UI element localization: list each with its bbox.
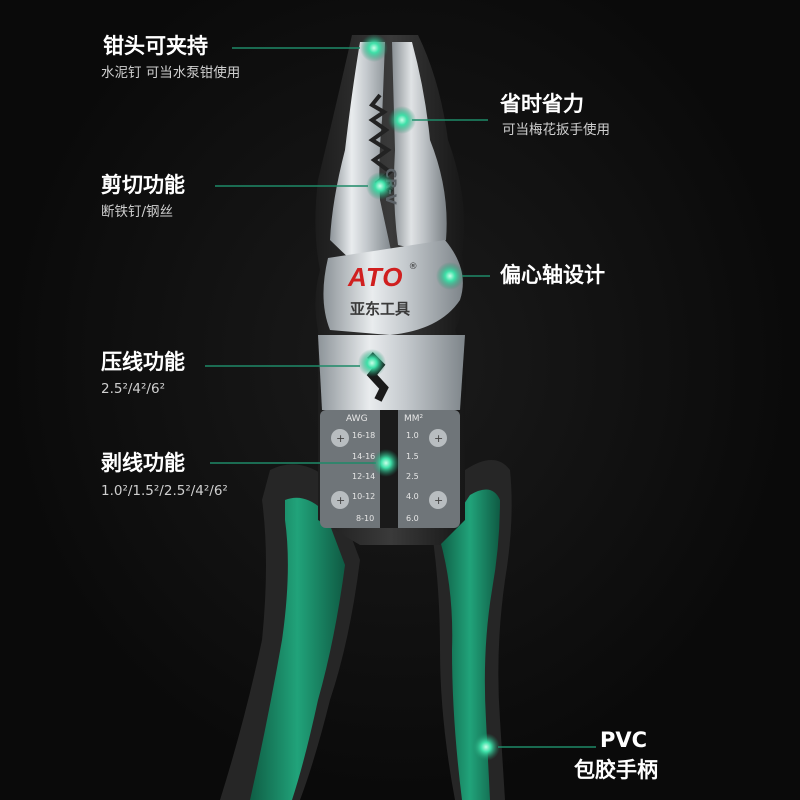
feature-title-clamp: 钳头可夹持 xyxy=(103,34,208,58)
gauge-awg-header: AWG xyxy=(346,414,368,424)
svg-text:+: + xyxy=(434,494,443,507)
feature-title-handle: PVC xyxy=(600,728,648,752)
feature-subtitle-clamp: 水泥钉 可当水泵钳使用 xyxy=(101,65,241,81)
crimp-plate xyxy=(318,335,465,410)
marker-timesave xyxy=(388,106,416,134)
feature-subtitle-crimp: 2.5²/4²/6² xyxy=(101,381,165,397)
brand-logo-text: ATO xyxy=(348,262,404,292)
marker-crimp xyxy=(358,349,386,377)
feature-title-eccentric: 偏心轴设计 xyxy=(500,263,605,287)
awg-size: 10-12 xyxy=(352,492,376,501)
pivot-plate xyxy=(323,240,463,335)
gauge-mm-header: MM² xyxy=(404,414,424,424)
marker-eccentric xyxy=(436,262,464,290)
marker-strip xyxy=(372,449,400,477)
awg-size: 12-14 xyxy=(352,472,376,481)
mm-size: 4.0 xyxy=(406,492,419,501)
left-handle-green xyxy=(250,497,345,800)
feature-subtitle-cut: 断铁钉/钢丝 xyxy=(101,204,174,220)
feature-subtitle-handle: 包胶手柄 xyxy=(574,758,658,782)
mm-size: 2.5 xyxy=(406,472,419,481)
feature-subtitle-strip: 1.0²/1.5²/2.5²/4²/6² xyxy=(101,483,228,499)
registered-mark: ® xyxy=(408,262,418,272)
marker-handle xyxy=(472,733,500,761)
right-handle-green xyxy=(440,489,500,800)
pliers-jaw-right xyxy=(392,42,447,250)
mm-size: 6.0 xyxy=(406,514,419,523)
feature-title-strip: 剥线功能 xyxy=(101,451,185,475)
mm-size: 1.5 xyxy=(406,452,419,461)
marker-clamp xyxy=(360,34,388,62)
mm-size: 1.0 xyxy=(406,431,419,440)
feature-subtitle-timesave: 可当梅花扳手使用 xyxy=(502,122,610,138)
feature-title-timesave: 省时省力 xyxy=(500,92,584,116)
feature-title-crimp: 压线功能 xyxy=(101,350,185,374)
awg-size: 14-16 xyxy=(352,452,376,461)
feature-title-cut: 剪切功能 xyxy=(101,173,185,197)
feature-markers xyxy=(358,34,500,761)
awg-size: 8-10 xyxy=(356,514,375,523)
awg-size: 16-18 xyxy=(352,431,376,440)
svg-text:+: + xyxy=(336,432,345,445)
svg-text:+: + xyxy=(336,494,345,507)
marker-cut xyxy=(366,172,394,200)
brand-logo: ATO ® xyxy=(348,262,418,293)
svg-text:+: + xyxy=(434,432,443,445)
brand-cn: 亚东工具 xyxy=(350,300,411,318)
